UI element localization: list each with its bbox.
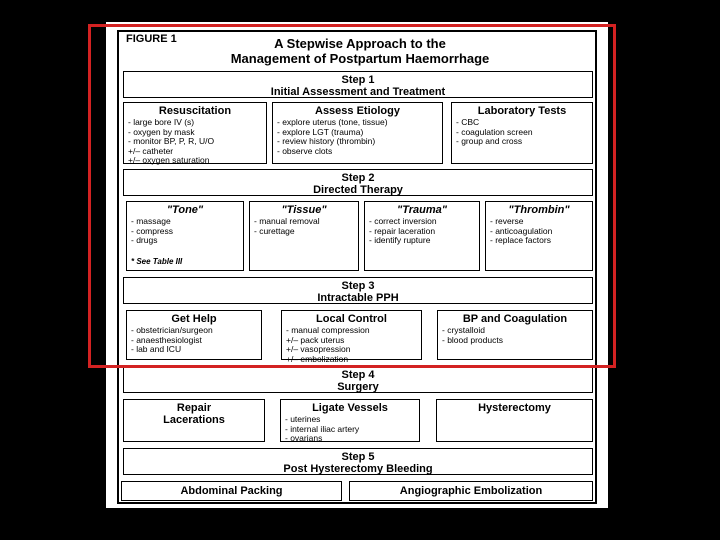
list-item: - manual removal (254, 216, 320, 226)
list-item: - replace factors (490, 235, 551, 245)
list-item: - manual compression (286, 325, 370, 335)
step1-number: Step 1 (341, 74, 375, 86)
step3-name: Intractable PPH (317, 292, 399, 304)
laboratory-tests-title: Laboratory Tests (477, 105, 567, 117)
list-item: - monitor BP, P, R, U/O (128, 136, 215, 146)
list-item: - review history (thrombin) (277, 136, 376, 146)
step1-header: Step 1 Initial Assessment and Treatment (123, 71, 593, 98)
bp-coagulation-box: BP and Coagulation - crystalloid - blood… (437, 310, 593, 360)
get-help-box: Get Help - obstetrician/surgeon - anaest… (126, 310, 262, 360)
figure-title-line1: A Stepwise Approach to the (274, 36, 446, 51)
list-item: +/– vasopression (286, 344, 351, 354)
tone-list: - massage - compress - drugs (127, 216, 243, 246)
tissue-title: "Tissue" (281, 204, 327, 216)
list-item: - uterines (285, 414, 321, 424)
local-control-list: - manual compression +/– pack uterus +/–… (282, 325, 421, 364)
laboratory-tests-box: Laboratory Tests - CBC - coagulation scr… (451, 102, 593, 164)
hysterectomy-title: Hysterectomy (478, 402, 551, 414)
step3-number: Step 3 (341, 280, 375, 292)
step3-header: Step 3 Intractable PPH (123, 277, 593, 304)
list-item: - internal iliac artery (285, 423, 360, 434)
local-control-title: Local Control (316, 313, 387, 325)
step2-number: Step 2 (341, 172, 375, 184)
list-item: - explore uterus (tone, tissue) (277, 117, 388, 127)
step2-header: Step 2 Directed Therapy (123, 169, 593, 196)
list-item: - drugs (131, 235, 158, 245)
list-item: - group and cross (456, 136, 523, 146)
repair-lacerations-box: Repair Lacerations (123, 399, 265, 442)
list-item: - reverse (490, 216, 524, 226)
step2-name: Directed Therapy (313, 184, 403, 196)
list-item: - correct inversion (369, 216, 437, 226)
repair-lacerations-title-line2: Lacerations (163, 414, 225, 426)
bp-coagulation-title: BP and Coagulation (462, 313, 568, 325)
tone-title: "Tone" (166, 204, 204, 216)
resuscitation-title: Resuscitation (158, 105, 232, 117)
trauma-box: "Trauma" - correct inversion - repair la… (364, 201, 480, 271)
list-item: - obstetrician/surgeon (131, 325, 213, 335)
ligate-vessels-title: Ligate Vessels (312, 402, 388, 414)
step4-number: Step 4 (341, 369, 375, 381)
list-item: - curettage (254, 225, 295, 236)
list-item: +/– pack uterus (286, 334, 345, 345)
get-help-title: Get Help (171, 313, 217, 325)
list-item: - crystalloid (442, 325, 485, 335)
step5-name: Post Hysterectomy Bleeding (283, 463, 433, 475)
angiographic-embolization-title: Angiographic Embolization (399, 485, 543, 497)
step4-name: Surgery (337, 381, 379, 393)
figure-title-line2: Management of Postpartum Haemorrhage (230, 51, 490, 66)
list-item: - explore LGT (trauma) (277, 126, 364, 137)
figure-frame (117, 30, 597, 504)
assess-etiology-list: - explore uterus (tone, tissue) - explor… (273, 117, 442, 156)
thrombin-box: "Thrombin" - reverse - anticoagulation -… (485, 201, 593, 271)
ligate-vessels-box: Ligate Vessels - uterines - internal ili… (280, 399, 420, 444)
step5-header: Step 5 Post Hysterectomy Bleeding (123, 448, 593, 475)
angiographic-embolization-box: Angiographic Embolization (349, 481, 593, 501)
list-item: - observe clots (277, 145, 333, 156)
list-item: - lab and ICU (131, 344, 182, 354)
trauma-list: - correct inversion - repair laceration … (365, 216, 479, 246)
resuscitation-list: - large bore IV (s) - oxygen by mask - m… (124, 117, 266, 166)
list-item: - identify rupture (369, 235, 431, 245)
tone-box: "Tone" - massage - compress - drugs * Se… (126, 201, 244, 271)
thrombin-list: - reverse - anticoagulation - replace fa… (486, 216, 592, 246)
step1-name: Initial Assessment and Treatment (270, 86, 446, 98)
tissue-list: - manual removal - curettage (250, 216, 358, 236)
list-item: - CBC (456, 117, 480, 127)
step5-number: Step 5 (341, 451, 375, 463)
list-item: - anticoagulation (490, 225, 553, 236)
local-control-box: Local Control - manual compression +/– p… (281, 310, 422, 363)
hysterectomy-box: Hysterectomy (436, 399, 593, 442)
laboratory-tests-list: - CBC - coagulation screen - group and c… (452, 117, 592, 147)
list-item: - massage (131, 216, 171, 226)
list-item: - large bore IV (s) (128, 117, 195, 127)
list-item: - anaesthesiologist (131, 334, 202, 345)
list-item: +/– oxygen saturation (128, 155, 210, 165)
list-item: +/– embolization (286, 353, 349, 364)
abdominal-packing-title: Abdominal Packing (180, 485, 283, 497)
tissue-box: "Tissue" - manual removal - curettage (249, 201, 359, 271)
table-note: * See Table III (131, 257, 183, 266)
list-item: - blood products (442, 334, 503, 345)
list-item: - coagulation screen (456, 126, 533, 137)
list-item: - ovarians (285, 433, 323, 443)
assess-etiology-box: Assess Etiology - explore uterus (tone, … (272, 102, 443, 164)
list-item: +/– catheter (128, 145, 174, 156)
abdominal-packing-box: Abdominal Packing (121, 481, 342, 501)
list-item: - compress (131, 225, 174, 236)
ligate-vessels-list: - uterines - internal iliac artery - ova… (281, 414, 419, 444)
highlight-rectangle (88, 24, 616, 368)
trauma-title: "Trauma" (397, 204, 447, 216)
get-help-list: - obstetrician/surgeon - anaesthesiologi… (127, 325, 261, 355)
figure-label: FIGURE 1 (126, 33, 177, 45)
list-item: - repair laceration (369, 225, 436, 236)
figure-title: A Stepwise Approach to the Management of… (150, 36, 570, 66)
list-item: - oxygen by mask (128, 126, 195, 137)
resuscitation-box: Resuscitation - large bore IV (s) - oxyg… (123, 102, 267, 166)
repair-lacerations-title-line1: Repair (176, 402, 212, 414)
step4-header: Step 4 Surgery (123, 366, 593, 393)
assess-etiology-title: Assess Etiology (315, 105, 400, 117)
thrombin-title: "Thrombin" (508, 204, 570, 216)
bp-coagulation-list: - crystalloid - blood products (438, 325, 592, 345)
